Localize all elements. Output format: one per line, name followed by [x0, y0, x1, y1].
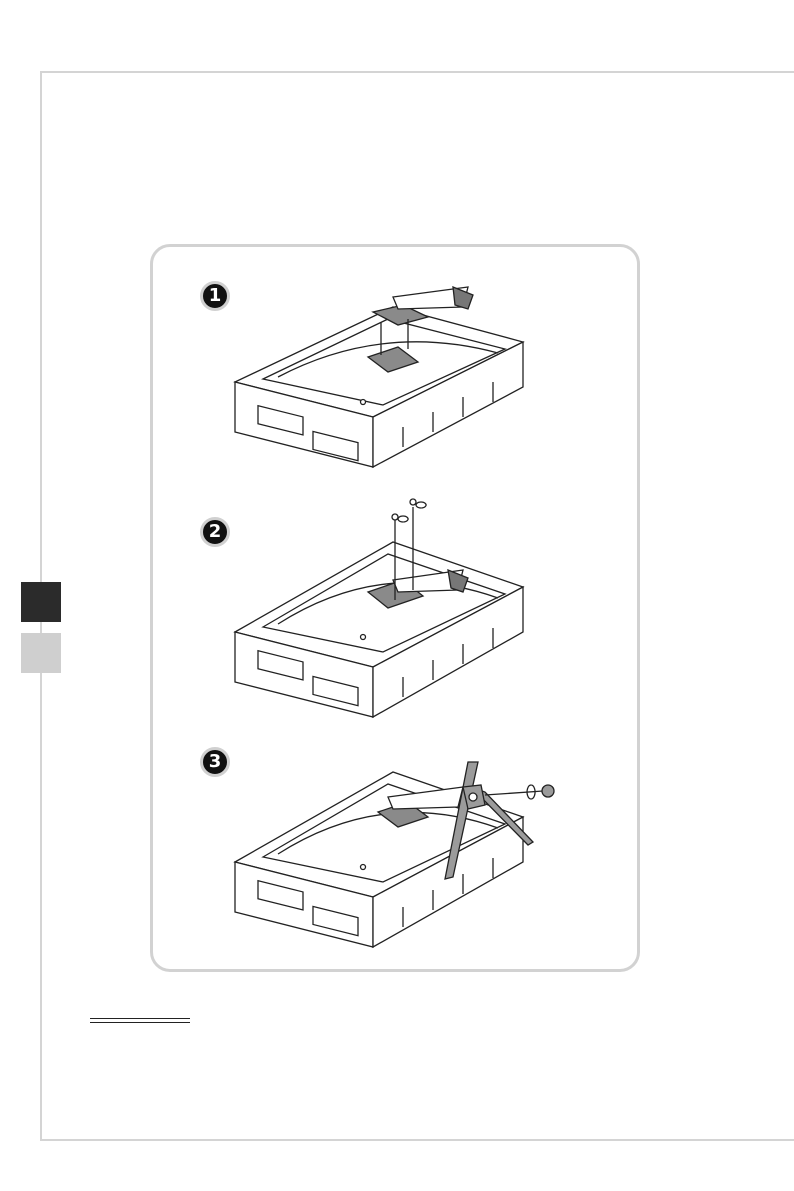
- assembly-illustration-panel: 1 2: [150, 244, 640, 972]
- page-frame-top-rule: [40, 71, 794, 73]
- page-frame-bottom-rule: [40, 1139, 794, 1141]
- step-2-illustration-icon: [223, 492, 543, 727]
- note-heading-underline: [90, 1018, 190, 1019]
- step-1-illustration-icon: [223, 267, 543, 477]
- step-3-number: 3: [209, 751, 222, 772]
- step-1-number: 1: [209, 285, 222, 306]
- step-3-illustration-icon: [223, 757, 563, 957]
- chapter-tab-inactive: [21, 633, 61, 673]
- step-2-number: 2: [209, 521, 222, 542]
- chapter-tab-active: [21, 582, 61, 622]
- note-heading-underline-second: [90, 1022, 190, 1023]
